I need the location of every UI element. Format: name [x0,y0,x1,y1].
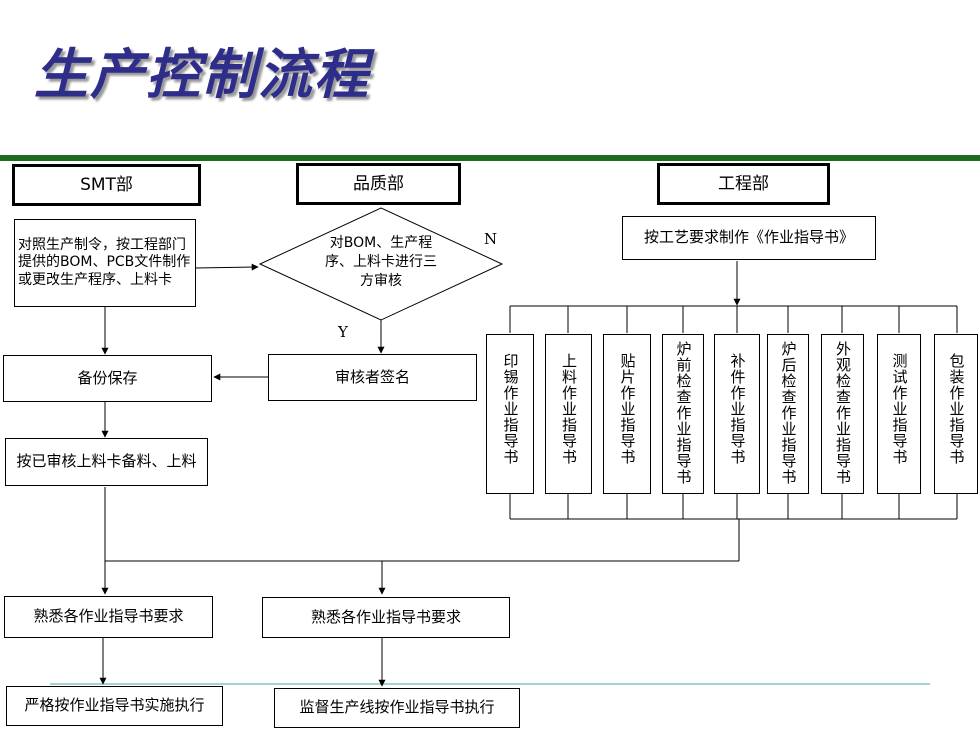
instruction-box: 外观检查作业指导书 [821,334,864,494]
no-label: N [484,230,498,248]
instruction-box: 炉后检查作业指导书 [767,334,809,494]
page-title: 生产控制流程 [34,42,370,106]
dept-engineering: 工程部 [657,163,830,205]
dept-quality: 品质部 [296,163,461,205]
review-diamond-label: 对BOM、生产程序、上料卡进行三方审核 [325,235,437,289]
make-instructions-box: 按工艺要求制作《作业指导书》 [622,216,876,260]
instruction-box: 测试作业指导书 [877,334,921,494]
instruction-label: 测试作业指导书 [890,353,909,465]
reviewer-sign-box: 审核者签名 [268,354,477,401]
instruction-label: 印锡作业指导书 [501,353,520,465]
backup-box: 备份保存 [3,355,212,402]
instruction-label: 贴片作业指导书 [618,353,637,465]
instruction-box: 补件作业指导书 [714,334,760,494]
instruction-box: 印锡作业指导书 [486,334,534,494]
instruction-box: 包装作业指导书 [934,334,978,494]
execute-box: 严格按作业指导书实施执行 [6,686,223,726]
familiar-left-box: 熟悉各作业指导书要求 [4,596,213,638]
familiar-right-box: 熟悉各作业指导书要求 [262,597,510,638]
footer-divider [50,683,930,685]
supervise-box: 监督生产线按作业指导书执行 [274,688,520,728]
instruction-box: 炉前检查作业指导书 [662,334,704,494]
title-divider [0,155,980,161]
instruction-label: 包装作业指导书 [947,353,966,465]
instruction-label: 外观检查作业指导书 [834,341,852,485]
instruction-label: 炉后检查作业指导书 [779,341,798,485]
prepare-materials-box: 按已审核上料卡备料、上料 [5,438,208,486]
instruction-label: 炉前检查作业指导书 [674,341,693,485]
yes-label: Y [338,323,348,341]
instruction-label: 上料作业指导书 [560,353,578,465]
instruction-box: 贴片作业指导书 [603,334,651,494]
instruction-box: 上料作业指导书 [545,334,592,494]
smt-program-box: 对照生产制令，按工程部门提供的BOM、PCB文件制作或更改生产程序、上料卡 [14,219,196,307]
dept-smt: SMT部 [12,164,201,206]
instruction-label: 补件作业指导书 [728,353,747,465]
